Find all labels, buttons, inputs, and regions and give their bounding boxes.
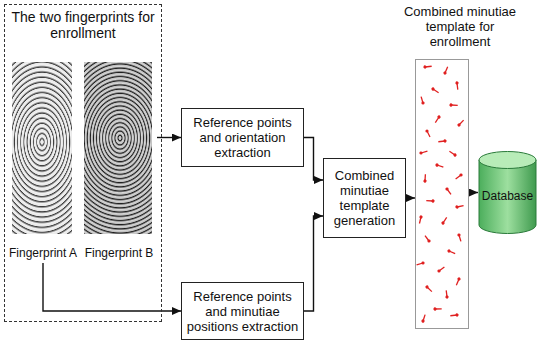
node-label: Fingerprint A	[9, 246, 77, 260]
process-box: Combined minutiae template generation	[323, 158, 406, 238]
node-label: Database	[482, 183, 533, 203]
group-heading: The two fingerprints for enrollment	[5, 5, 161, 41]
flow-arrow	[406, 197, 415, 198]
fingerprint-item: Fingerprint B	[81, 61, 157, 263]
node-label: Combined minutiae template generation	[328, 168, 401, 228]
panel-heading: Combined minutiae template for enrollmen…	[392, 2, 528, 49]
flow-arrow	[43, 263, 181, 311]
fingerprint-item: Fingerprint A	[7, 61, 79, 263]
flow-arrow	[469, 192, 478, 193]
process-box: Reference points and orientation extract…	[181, 108, 304, 167]
flow-arrow	[157, 137, 181, 138]
template-frame	[415, 59, 469, 329]
database-node: Database	[478, 150, 537, 235]
enrollment-group: The two fingerprints for enrollmentFinge…	[4, 4, 162, 322]
fingerprint-image	[12, 62, 72, 234]
node-label: Reference points and minutiae positions …	[186, 289, 299, 334]
node-label: Reference points and orientation extract…	[186, 115, 299, 160]
minutiae-marks	[415, 59, 469, 329]
flow-arrow	[304, 138, 323, 181]
node-label: Fingerprint B	[85, 246, 154, 260]
process-box: Reference points and minutiae positions …	[181, 282, 304, 340]
flow-arrow	[304, 216, 323, 311]
fingerprint-image	[84, 62, 152, 234]
